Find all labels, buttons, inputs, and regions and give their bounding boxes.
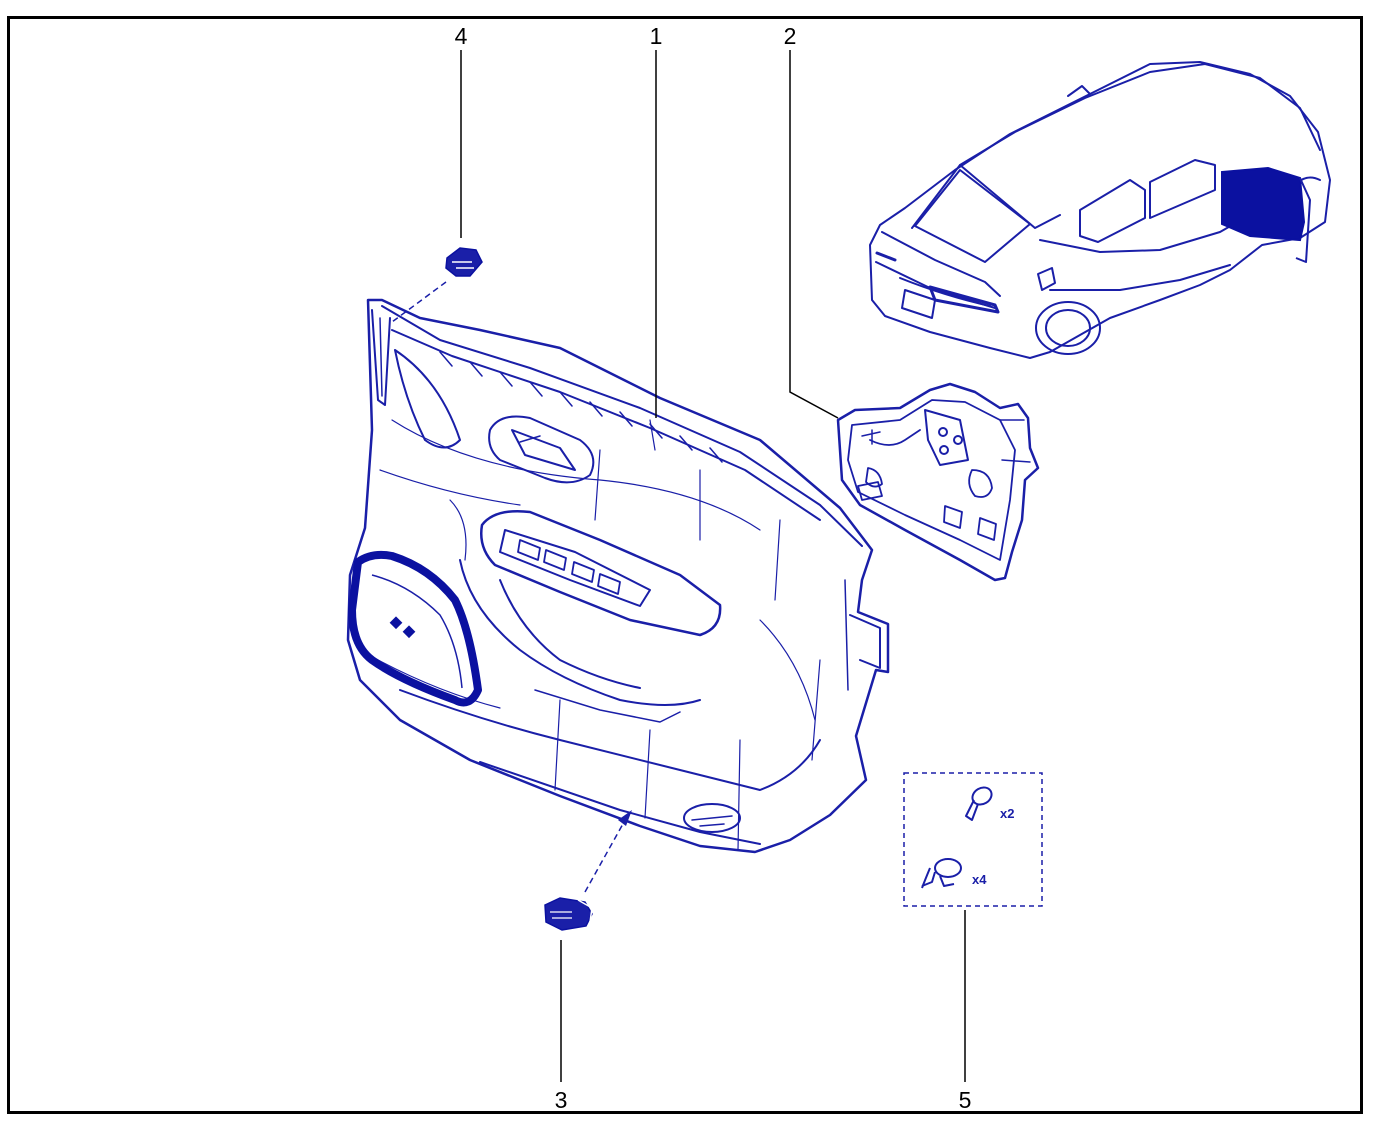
push-pin-clip-icon [965, 786, 993, 821]
round-clip-icon [921, 858, 962, 889]
fastener-install-path [584, 821, 625, 893]
upper-clip-icon [445, 247, 483, 277]
car-illustration [869, 61, 1331, 359]
clip-install-path [391, 281, 447, 323]
callout-1: 1 [650, 23, 663, 49]
callout-4: 4 [455, 23, 468, 49]
highlighted-door-icon [1221, 166, 1306, 242]
logo-diamond-mark [389, 616, 403, 630]
logo-diamond-mark [402, 625, 416, 639]
callout-2: 2 [784, 23, 797, 49]
door-bracket [836, 382, 1040, 582]
callout-3: 3 [555, 1087, 568, 1113]
door-trim-panel [346, 298, 890, 854]
kit-quantity-a: x2 [1000, 806, 1014, 821]
diagram-frame [7, 16, 1363, 1114]
lower-fastener-icon [544, 897, 593, 931]
kit-quantity-b: x4 [972, 872, 987, 887]
callout-5: 5 [959, 1087, 972, 1113]
speaker-grille [348, 550, 482, 707]
leader-line-2 [789, 50, 839, 419]
callout-leaders [460, 50, 966, 1082]
arrow-head-icon [618, 810, 632, 826]
